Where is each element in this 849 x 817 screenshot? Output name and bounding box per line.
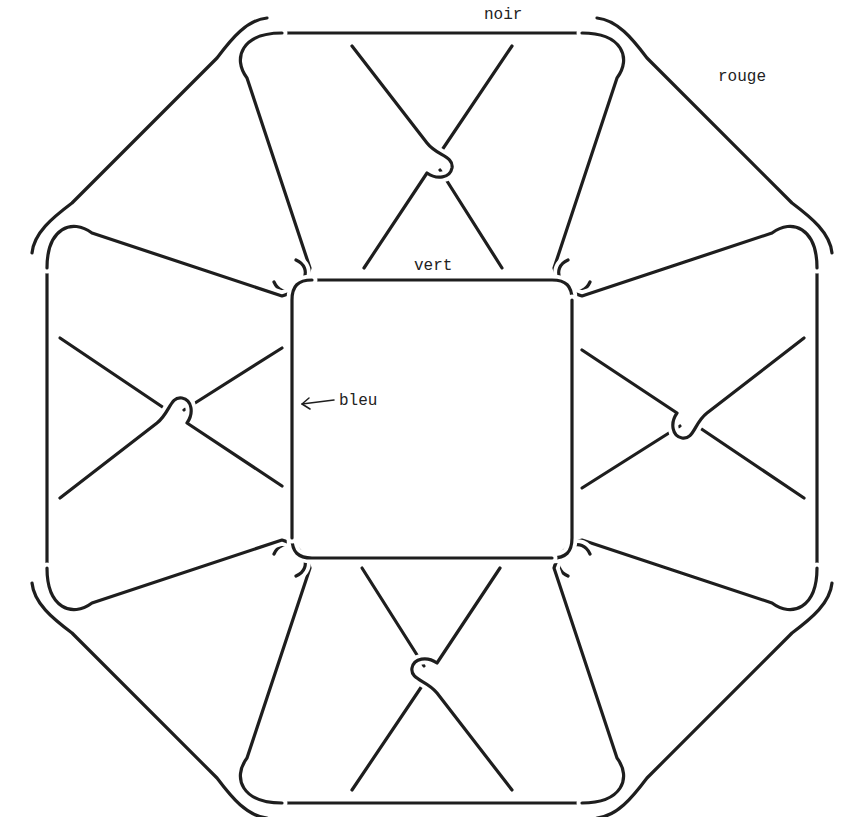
lobes bbox=[32, 18, 832, 817]
strand-label: rouge bbox=[716, 68, 768, 86]
bleu-strand bbox=[292, 280, 312, 538]
bleu-pointer bbox=[302, 398, 334, 409]
inner-square bbox=[292, 280, 572, 558]
strand-label: bleu bbox=[337, 392, 379, 410]
vert-strand bbox=[312, 280, 572, 300]
link-lobe bbox=[32, 545, 624, 817]
strand-label: vert bbox=[412, 257, 454, 275]
link-lobe bbox=[240, 18, 832, 291]
link-lobe bbox=[32, 18, 305, 610]
pointer-head bbox=[302, 398, 310, 409]
square-strand bbox=[552, 300, 572, 558]
square-strand bbox=[292, 538, 552, 558]
strand-label: noir bbox=[482, 6, 524, 24]
link-lobe bbox=[559, 226, 832, 817]
